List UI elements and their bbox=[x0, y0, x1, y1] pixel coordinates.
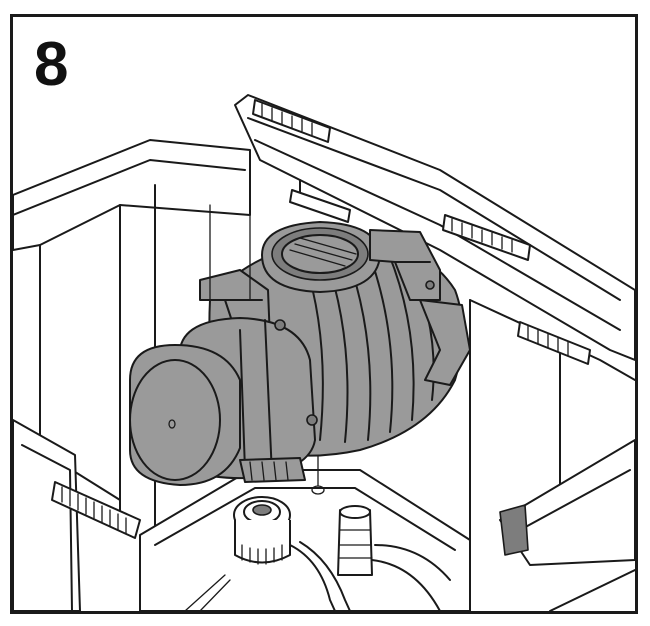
connector-icon bbox=[337, 509, 373, 576]
tank-inner-wall bbox=[209, 204, 251, 301]
latch-clip bbox=[499, 504, 529, 556]
base-components bbox=[184, 454, 451, 611]
tank-body bbox=[13, 139, 635, 611]
lid bbox=[234, 94, 635, 365]
motor-assembly-icon bbox=[129, 221, 471, 486]
step-number: 8 bbox=[34, 30, 69, 99]
